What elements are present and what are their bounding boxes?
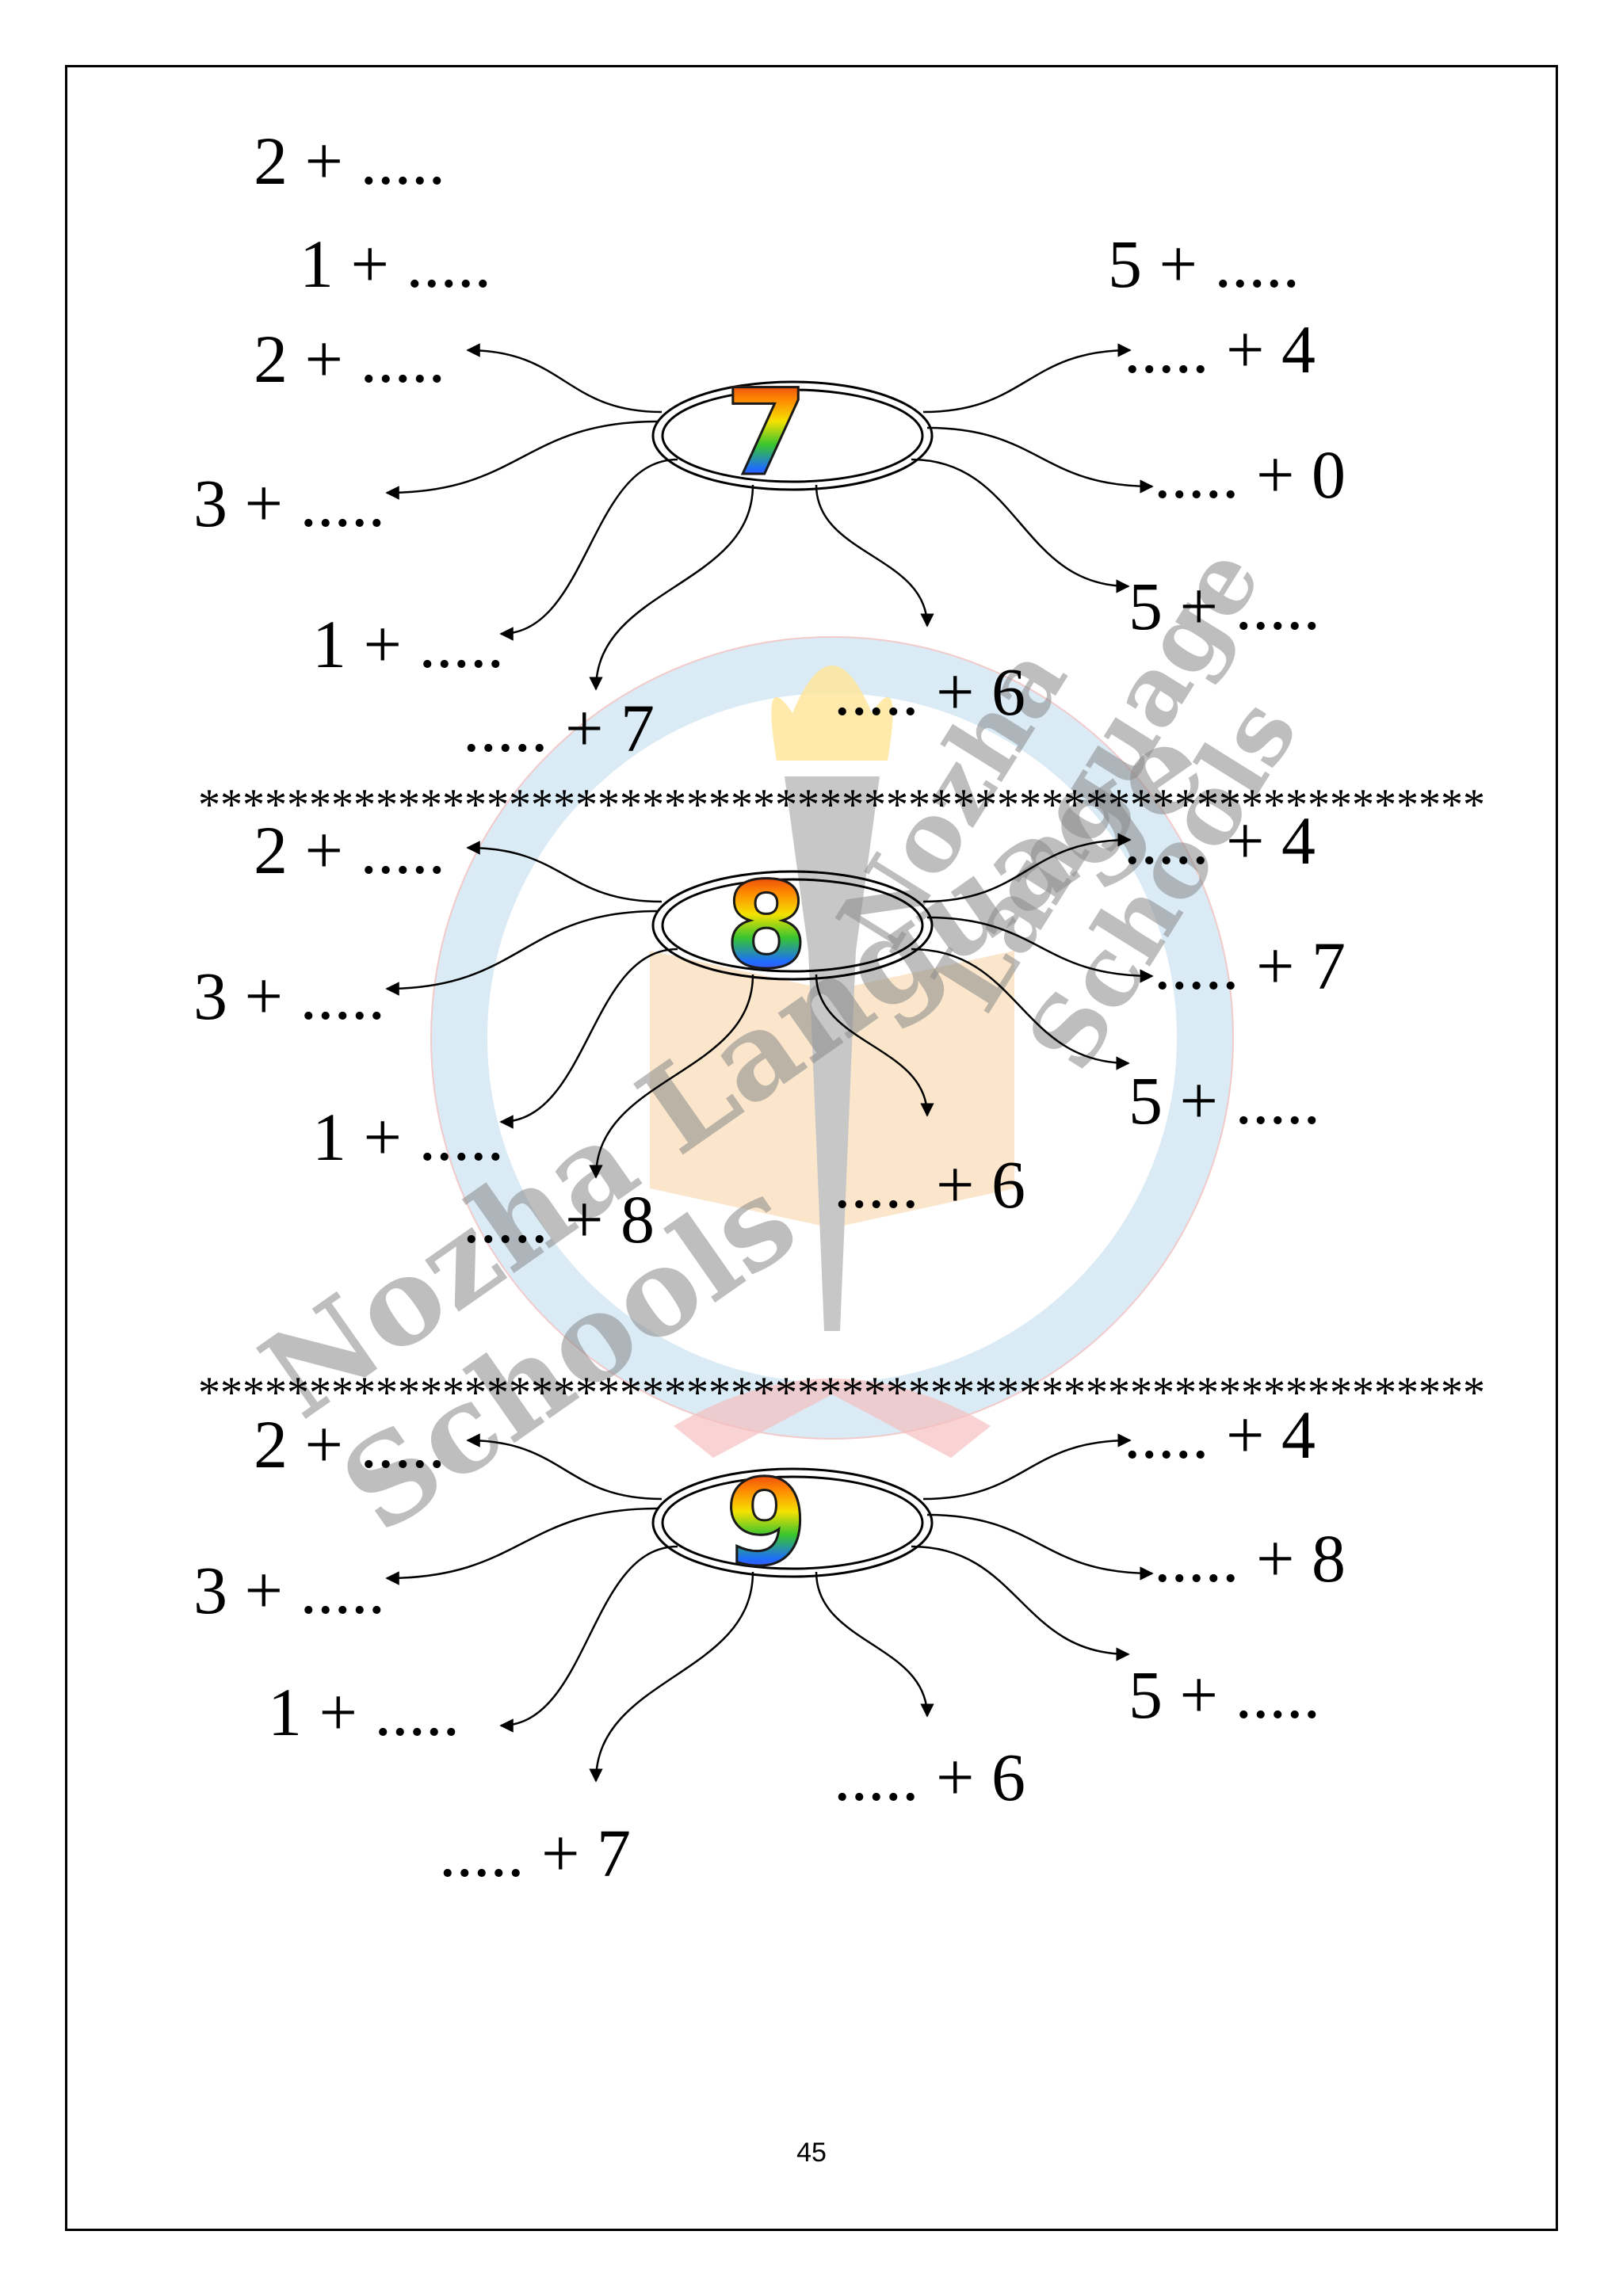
s3-item-plus-6: ..... + 6	[834, 1739, 1026, 1815]
connector-arrow	[466, 841, 663, 903]
s2-item-5-plus: 5 + .....	[1128, 1062, 1321, 1138]
extra-expression-2: 1 + .....	[300, 226, 492, 302]
s1-item-plus-6: ..... + 6	[834, 654, 1026, 730]
extra-expression-3: 5 + .....	[1108, 226, 1300, 302]
s2-item-plus-6: ..... + 6	[834, 1146, 1026, 1222]
connector-arrow	[911, 948, 1130, 1070]
s2-center-number: 8	[687, 866, 846, 987]
connector-arrow	[385, 910, 659, 996]
s3-item-1-plus: 1 + .....	[268, 1674, 460, 1750]
connector-arrow	[922, 833, 1132, 903]
connector-arrow	[815, 484, 934, 627]
connector-arrow	[922, 343, 1132, 414]
separator-2: ****************************************…	[198, 1368, 1485, 1417]
hub-ellipse	[651, 380, 934, 491]
connector-arrow	[911, 458, 1130, 593]
connector-arrow	[815, 974, 934, 1117]
connector-arrow	[926, 1513, 1154, 1581]
s2-item-plus-4: ..... + 4	[1124, 803, 1316, 879]
s1-item-plus-7: ..... + 7	[463, 690, 655, 766]
s2-item-3-plus: 3 + .....	[193, 958, 386, 1034]
hub-ellipse	[651, 1467, 934, 1578]
s3-item-5-plus: 5 + .....	[1128, 1657, 1321, 1733]
s2-item-1-plus: 1 + .....	[312, 1099, 505, 1175]
separator-1: ****************************************…	[198, 780, 1485, 830]
connector-arrow	[922, 1433, 1132, 1501]
connector-arrow	[589, 1571, 754, 1783]
connector-arrow	[815, 1571, 934, 1718]
extra-expression-1: 2 + .....	[254, 123, 446, 199]
s1-center-number: 7	[687, 373, 846, 494]
connector-arrow	[466, 343, 663, 414]
s1-item-2-plus: 2 + .....	[254, 321, 446, 397]
connector-arrow	[499, 948, 678, 1129]
connector-arrow	[499, 1545, 678, 1733]
hub-ellipse	[661, 1475, 924, 1570]
s3-item-plus-8: ..... + 8	[1154, 1520, 1346, 1596]
s3-item-plus-7: ..... + 7	[439, 1815, 632, 1891]
s1-item-3-plus: 3 + .....	[193, 465, 386, 541]
s1-item-plus-4: ..... + 4	[1124, 311, 1316, 387]
connector-arrow	[385, 1507, 659, 1585]
s3-item-2-plus: 2 + .....	[254, 1406, 446, 1482]
s1-item-1-plus: 1 + .....	[312, 606, 505, 682]
s1-item-plus-0: ..... + 0	[1154, 437, 1346, 513]
s2-item-2-plus: 2 + .....	[254, 812, 446, 888]
hub-ellipse	[661, 388, 924, 483]
connector-arrow	[499, 458, 678, 641]
school-logo-watermark	[430, 636, 1234, 1458]
connector-arrow	[589, 484, 754, 691]
s3-item-3-plus: 3 + .....	[193, 1552, 386, 1628]
s2-item-plus-7: ..... + 7	[1154, 928, 1346, 1004]
s3-center-number: 9	[687, 1463, 846, 1585]
connector-arrow	[385, 420, 659, 500]
s1-item-5-plus: 5 + .....	[1128, 568, 1321, 644]
connector-arrow	[926, 916, 1154, 983]
connector-arrow	[911, 1545, 1130, 1661]
connector-arrow	[589, 974, 754, 1179]
connector-arrow	[926, 426, 1154, 494]
page-border	[65, 65, 1558, 2231]
connector-arrow	[466, 1433, 663, 1501]
s2-item-plus-8: ..... + 8	[463, 1181, 655, 1257]
s3-item-plus-4: ..... + 4	[1124, 1397, 1316, 1473]
hub-ellipse	[661, 878, 924, 973]
hub-ellipse	[651, 870, 934, 981]
page-number: 45	[796, 2138, 827, 2168]
